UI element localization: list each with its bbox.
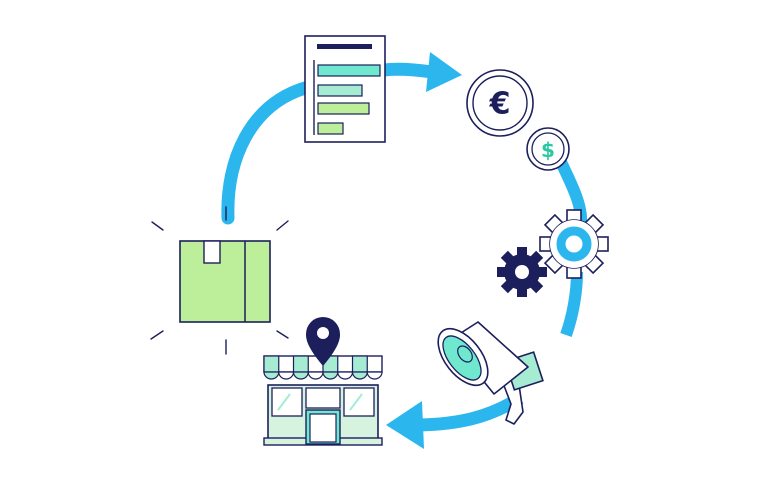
dollar-symbol: $ [541,138,555,162]
cycle-arrows [221,52,588,449]
location-pin-icon [306,317,340,366]
arrowhead-right [426,52,462,92]
dollar-coin-icon: $ [526,127,570,171]
storefront-icon [263,355,383,446]
arrow-box-to-report [221,81,312,225]
shipping-box-icon [150,206,289,355]
report-document-icon [304,35,386,143]
arrow-megaphone-to-store [419,392,524,432]
euro-symbol: € [489,87,511,122]
euro-coin-icon: € [466,69,534,137]
arrow-report-to-coins [383,62,433,79]
arrow-gears-to-megaphone [560,271,583,337]
arrowhead-left [386,401,424,449]
gear-solid-icon [497,247,547,297]
megaphone-icon [437,321,544,425]
gear-outline-icon [539,209,609,279]
